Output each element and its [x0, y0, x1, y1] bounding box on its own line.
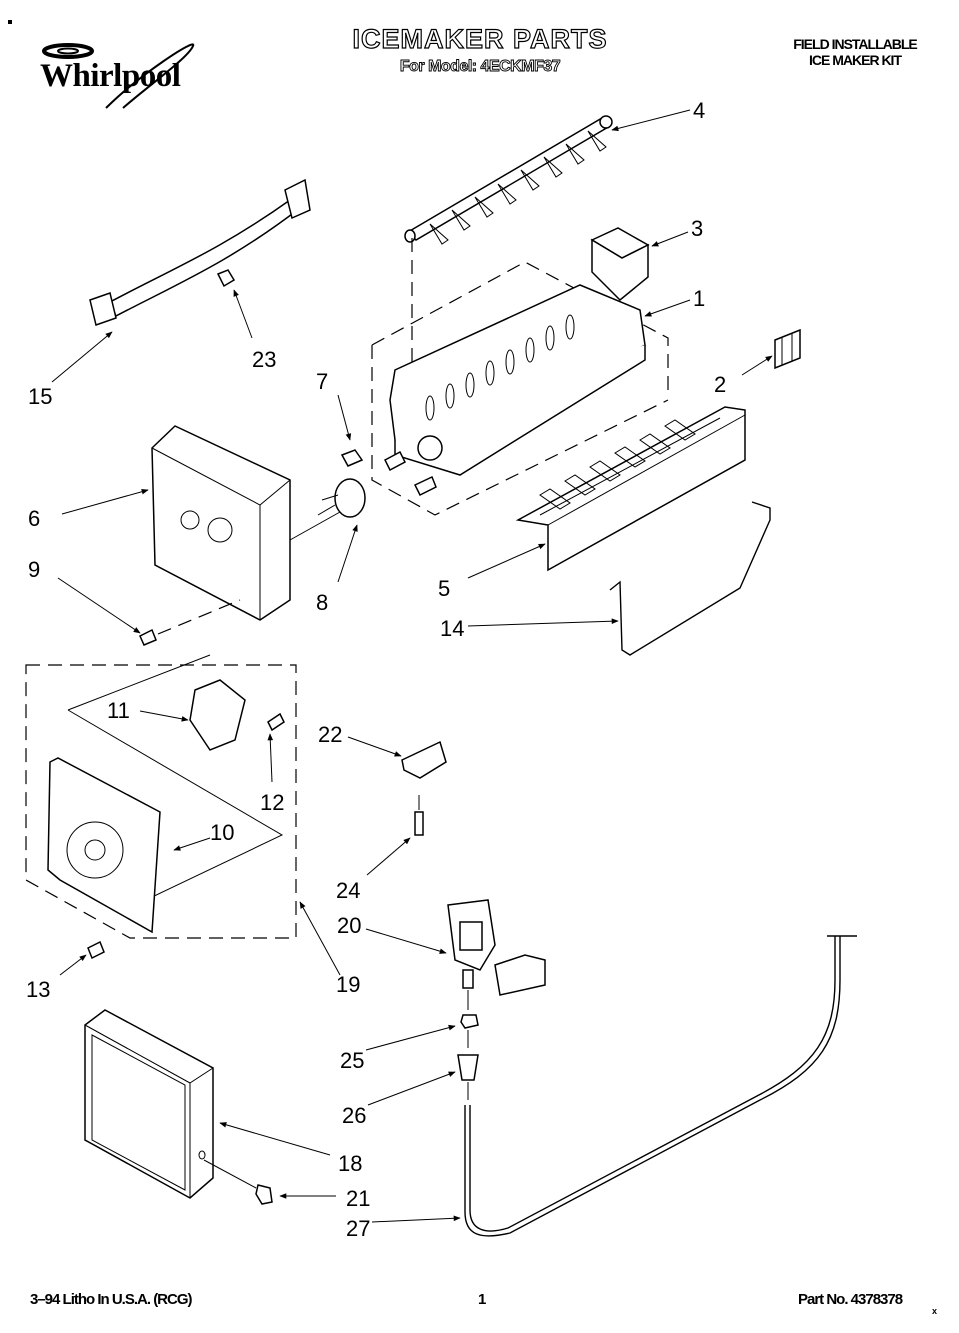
- part-1-mold: [371, 238, 669, 516]
- callout-14: 14: [440, 616, 464, 641]
- part-15-wire-harness: [89, 178, 311, 326]
- kit-line-1: FIELD INSTALLABLE: [793, 36, 918, 52]
- brand-name: Whirlpool: [40, 58, 181, 94]
- page-number: 1: [478, 1291, 486, 1308]
- model-subtitle: For Model: 4ECKMF37: [399, 58, 561, 76]
- part-24-screw: [414, 811, 424, 836]
- corner-mark: [8, 20, 12, 24]
- part-number: Part No. 4378378: [798, 1291, 903, 1308]
- print-info: 3–94 Litho In U.S.A. (RCG): [30, 1291, 193, 1308]
- callout-5: 5: [438, 576, 450, 601]
- callout-24: 24: [336, 878, 360, 903]
- part-21-plug: [255, 1184, 273, 1205]
- part-19-module-kit: [25, 654, 297, 939]
- callout-22: 22: [318, 722, 342, 747]
- callout-21: 21: [346, 1186, 370, 1211]
- part-9-screw: [139, 628, 157, 646]
- callout-7: 7: [316, 369, 328, 394]
- callout-27: 27: [346, 1216, 370, 1241]
- part-6-housing: [151, 425, 341, 621]
- callout-9: 9: [28, 557, 40, 582]
- callout-26: 26: [342, 1103, 366, 1128]
- callout-19: 19: [336, 972, 360, 997]
- callout-6: 6: [28, 506, 40, 531]
- callout-18: 18: [338, 1151, 362, 1176]
- part-3-guide: [590, 227, 650, 302]
- part-13-screw: [87, 940, 105, 960]
- callout-15: 15: [28, 384, 52, 409]
- part-12-screw: [267, 712, 285, 732]
- callout-3: 3: [691, 216, 703, 241]
- part-10-module: [47, 757, 161, 934]
- callout-1: 1: [693, 286, 705, 311]
- callout-23: 23: [252, 347, 276, 372]
- page-title: ICEMAKER PARTS: [352, 23, 608, 54]
- callout-12: 12: [260, 790, 284, 815]
- part-7-bracket: [340, 449, 364, 467]
- part-25-nut: [460, 1014, 479, 1029]
- part-18-cover: [84, 1009, 214, 1199]
- callout-4: 4: [693, 98, 705, 123]
- part-22-cover: [401, 740, 447, 779]
- part-27-water-tube: [464, 935, 857, 1237]
- part-8-thermostat: [317, 478, 366, 518]
- callout-2: 2: [714, 372, 726, 397]
- part-2-clip: [774, 328, 801, 370]
- leader-lines: [51, 109, 773, 1223]
- callout-10: 10: [210, 820, 234, 845]
- part-26-ferrule: [457, 1054, 479, 1081]
- kit-heading: FIELD INSTALLABLE ICE MAKER KIT: [760, 36, 950, 68]
- whirlpool-logo: Whirlpool: [28, 36, 228, 116]
- callout-25: 25: [340, 1048, 364, 1073]
- footer-mark: x: [932, 1306, 938, 1316]
- part-14-shutoff-arm: [609, 501, 771, 656]
- kit-line-2: ICE MAKER KIT: [809, 52, 902, 68]
- callout-13: 13: [26, 977, 50, 1002]
- part-23-clamp: [216, 269, 236, 288]
- part-5-stripper: [515, 406, 746, 572]
- part-20-water-valve: [447, 899, 546, 996]
- part-4-ejector: [404, 115, 613, 245]
- whirlpool-swirl-icon: [42, 43, 195, 109]
- callout-20: 20: [337, 913, 361, 938]
- callout-8: 8: [316, 590, 328, 615]
- callout-11: 11: [107, 698, 130, 723]
- part-11-motor: [189, 679, 246, 751]
